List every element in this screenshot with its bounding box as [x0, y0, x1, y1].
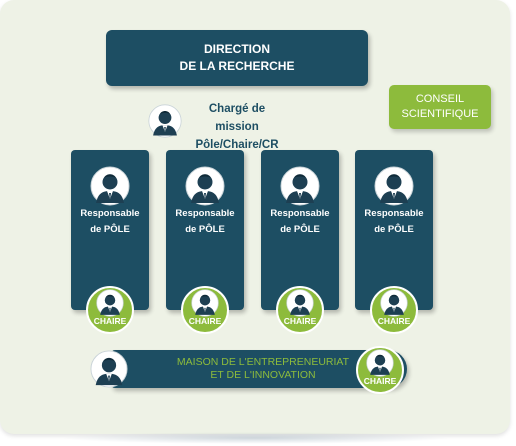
pole-label: Responsable de PÔLE [355, 206, 433, 238]
pole-box-1: Responsable de PÔLE [71, 150, 149, 310]
pole-label: Responsable de PÔLE [71, 206, 149, 238]
charge-mission-label: Chargé de mission Pôle/Chaire/CR [187, 100, 287, 154]
pole-label: Responsable de PÔLE [166, 206, 244, 238]
person-avatar-icon [280, 166, 320, 206]
pole-line2: de PÔLE [280, 224, 320, 235]
chaire-badge-icon [181, 286, 229, 334]
direction-line1: DIRECTION [204, 42, 270, 56]
pole-box-2: Responsable de PÔLE [166, 150, 244, 310]
conseil-line1: CONSEIL [415, 93, 465, 105]
pole-box-4: Responsable de PÔLE [355, 150, 433, 310]
chaire-label: CHAIRE [283, 316, 317, 326]
direction-recherche-box: DIRECTION DE LA RECHERCHE [106, 30, 368, 86]
pole-line1: Responsable [270, 208, 330, 219]
chaire-badge-icon [356, 346, 404, 394]
charge-line2: Pôle/Chaire/CR [195, 139, 279, 151]
maison-chaire-badge: CHAIRE [356, 346, 404, 394]
pole-label: Responsable de PÔLE [261, 206, 339, 238]
chaire-badge-icon [370, 286, 418, 334]
chaire-badge-3: CHAIRE [276, 286, 324, 334]
person-avatar-icon [148, 104, 182, 138]
chaire-badge-4: CHAIRE [370, 286, 418, 334]
chaire-label: CHAIRE [377, 316, 411, 326]
chaire-label: CHAIRE [363, 376, 397, 386]
conseil-scientifique-box: CONSEIL SCIENTIFIQUE [389, 85, 491, 129]
chaire-label: CHAIRE [188, 316, 222, 326]
pole-line2: de PÔLE [90, 224, 130, 235]
chaire-badge-icon [86, 286, 134, 334]
conseil-line2: SCIENTIFIQUE [401, 108, 479, 120]
chaire-badge-2: CHAIRE [181, 286, 229, 334]
direction-line2: DE LA RECHERCHE [179, 59, 295, 73]
chaire-badge-icon [276, 286, 324, 334]
pole-line2: de PÔLE [185, 224, 225, 235]
person-avatar-icon [90, 166, 130, 206]
pole-line2: de PÔLE [374, 224, 414, 235]
chaire-badge-1: CHAIRE [86, 286, 134, 334]
person-avatar-icon [90, 350, 128, 388]
charge-line1: Chargé de mission [208, 103, 266, 133]
maison-line2: ET DE L'INNOVATION [210, 369, 316, 381]
pole-line1: Responsable [80, 208, 140, 219]
chaire-label: CHAIRE [93, 316, 127, 326]
person-avatar-icon [185, 166, 225, 206]
maison-label: MAISON DE L'ENTREPRENEURIAT ET DE L'INNO… [151, 356, 375, 382]
pole-line1: Responsable [175, 208, 235, 219]
maison-line1: MAISON DE L'ENTREPRENEURIAT [176, 356, 350, 368]
pole-box-3: Responsable de PÔLE [261, 150, 339, 310]
ground-shadow [60, 432, 450, 444]
person-avatar-icon [374, 166, 414, 206]
pole-line1: Responsable [364, 208, 424, 219]
